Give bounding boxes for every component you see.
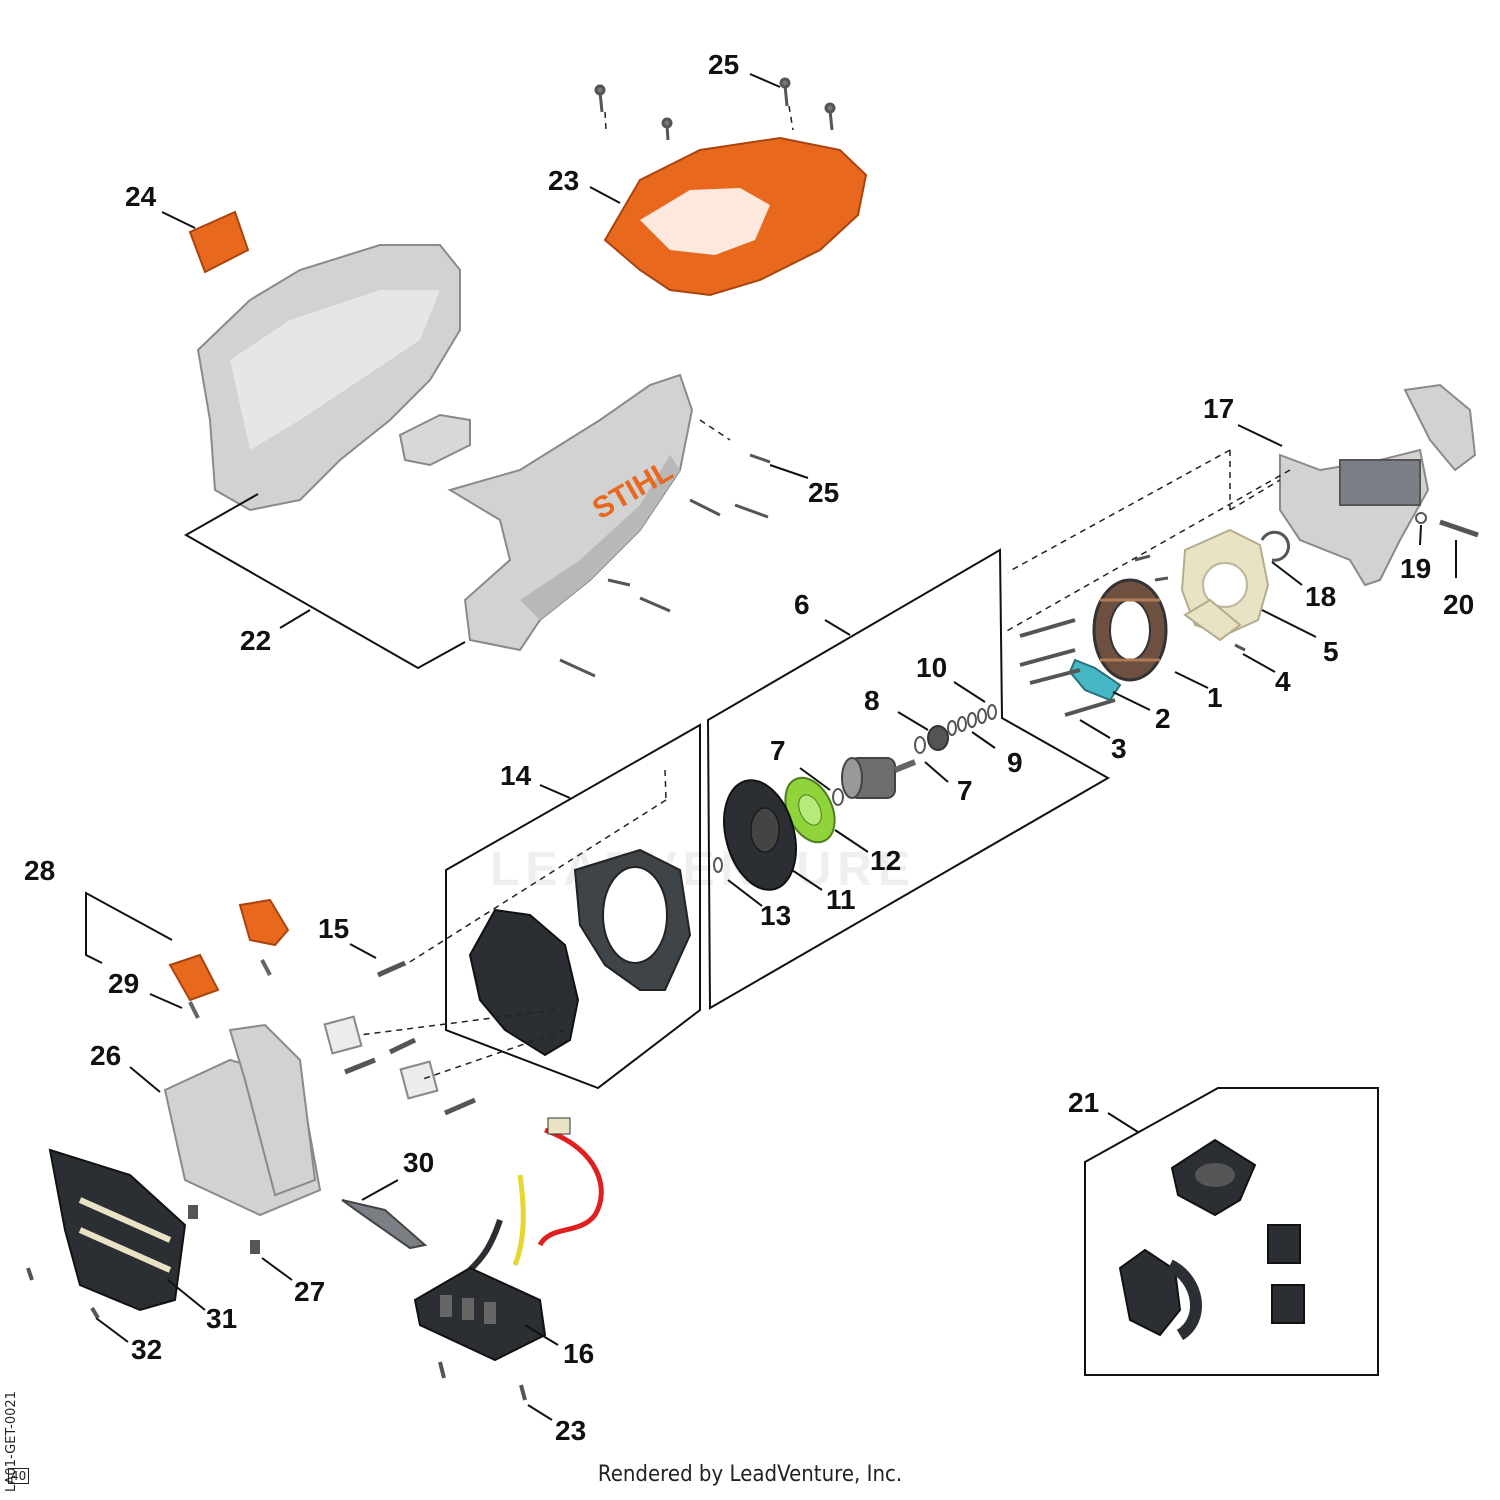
callout-10: 10 [916, 652, 947, 683]
parts-group: STIHL [26, 77, 1479, 1401]
callout-15: 15 [318, 913, 349, 944]
callout-25-top: 25 [708, 49, 739, 80]
alignment-lines [359, 105, 1291, 1081]
callout-20: 20 [1443, 589, 1474, 620]
callout-27: 27 [294, 1276, 325, 1307]
part-11-fan[interactable] [713, 772, 808, 898]
callout-12: 12 [870, 845, 901, 876]
callout-21: 21 [1068, 1087, 1099, 1118]
part-19-washer[interactable] [1415, 512, 1427, 524]
part-6-rotor[interactable] [841, 757, 917, 799]
part-20-screw[interactable] [1439, 519, 1479, 538]
callout-29: 29 [108, 968, 139, 999]
callout-labels: 25 23 24 25 22 17 19 20 18 5 4 1 2 3 6 1… [24, 49, 1474, 1446]
callout-4: 4 [1275, 666, 1291, 697]
part-29-spring-b[interactable] [188, 1001, 200, 1019]
rendered-by-footer: Rendered by LeadVenture, Inc. [597, 1462, 903, 1487]
part-22-housing[interactable] [196, 244, 694, 652]
part-28-latch-lower[interactable] [168, 953, 220, 1002]
part-8-bearing[interactable] [927, 725, 949, 751]
part-7a-ring[interactable] [832, 788, 844, 806]
part-5-stator-holder[interactable] [1180, 528, 1270, 642]
screws-25-top [594, 77, 836, 141]
callout-19: 19 [1400, 553, 1431, 584]
part-13-ring[interactable] [713, 857, 723, 873]
part-29-spring-a[interactable] [260, 959, 272, 976]
callout-14: 14 [500, 760, 532, 791]
part-31-vent-grille[interactable] [48, 1148, 187, 1312]
part-27-pad-a[interactable] [188, 1205, 198, 1219]
screws-4 [1134, 554, 1246, 652]
part-28-latch-upper[interactable] [238, 898, 290, 947]
part-16-electronics[interactable] [413, 1117, 604, 1362]
screws-25-side [559, 453, 771, 678]
callout-6: 6 [794, 589, 810, 620]
page-number: 40 [8, 1468, 30, 1484]
callout-23-screw: 23 [555, 1415, 586, 1446]
leader-lines [85, 73, 1457, 1421]
callout-16: 16 [563, 1338, 594, 1369]
screws-3 [1019, 618, 1116, 717]
part-26-battery-compartment[interactable] [163, 1023, 322, 1217]
part-27-pad-b[interactable] [250, 1240, 260, 1254]
callout-1: 1 [1207, 682, 1223, 713]
screws-15 [344, 960, 476, 1116]
callout-28: 28 [24, 855, 55, 886]
callout-18: 18 [1305, 581, 1336, 612]
callout-8: 8 [864, 685, 880, 716]
part-32-screw-a[interactable] [26, 1267, 34, 1281]
callout-17: 17 [1203, 393, 1234, 424]
part-23-top-cover[interactable] [603, 136, 868, 297]
callout-32: 32 [131, 1334, 162, 1365]
callout-23-cover: 23 [548, 165, 579, 196]
part-32-screw-b[interactable] [90, 1306, 100, 1320]
callout-3: 3 [1111, 733, 1127, 764]
callout-2: 2 [1155, 703, 1171, 734]
part-17-motor-carrier[interactable] [1279, 383, 1477, 587]
callout-5: 5 [1323, 636, 1339, 667]
part-21-kit[interactable] [1118, 1138, 1305, 1341]
part-7b-ring[interactable] [914, 736, 926, 754]
callout-25-side: 25 [808, 477, 839, 508]
callout-30: 30 [403, 1147, 434, 1178]
part-30-clip[interactable] [341, 1199, 428, 1250]
callout-9: 9 [1007, 747, 1023, 778]
callout-24: 24 [125, 181, 157, 212]
callout-13: 13 [760, 900, 791, 931]
part-18-circlip[interactable] [1260, 530, 1291, 562]
part-1-stator[interactable] [1092, 578, 1168, 682]
part-23-screw-b[interactable] [519, 1384, 527, 1401]
callout-11: 11 [826, 884, 856, 915]
part-24-disc[interactable] [188, 210, 250, 274]
part-14-fan-housing[interactable] [468, 848, 692, 1057]
callout-7-left: 7 [770, 735, 786, 766]
callout-26: 26 [90, 1040, 121, 1071]
mount-blocks [323, 1015, 439, 1100]
callout-7-right: 7 [957, 775, 973, 806]
part-12-green-plate[interactable] [776, 770, 845, 850]
callout-22: 22 [240, 625, 271, 656]
part-23-screw-a[interactable] [438, 1361, 446, 1379]
part-9-10-rings[interactable] [947, 704, 997, 736]
callout-31: 31 [206, 1303, 237, 1334]
